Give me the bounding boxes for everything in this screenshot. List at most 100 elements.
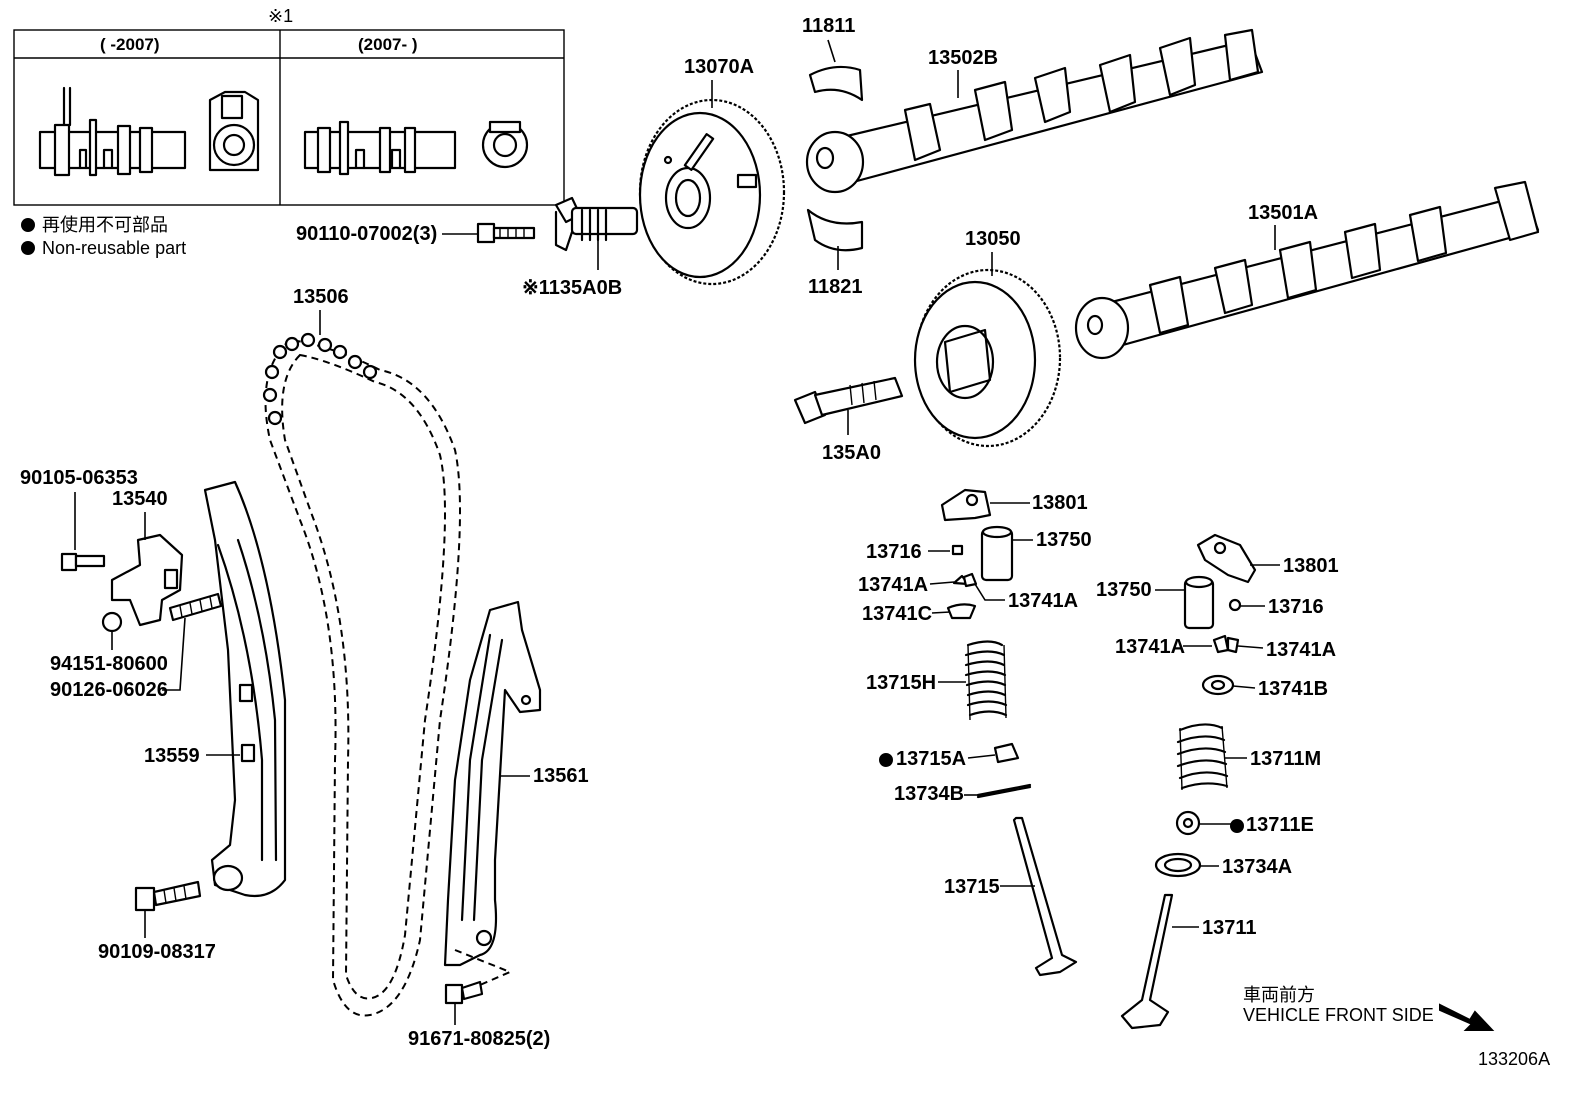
valve-stem-end-cap-left (951, 544, 964, 556)
inset-left-header: ( -2007) (100, 35, 160, 54)
leader-line (929, 581, 955, 585)
part-label-13501a: 13501A (1248, 202, 1318, 224)
bolt-90109 (134, 880, 202, 912)
chain-tensioner-13540 (110, 533, 184, 627)
inset-box: ※1 ( -2007) (2007- ) (13, 6, 565, 206)
part-label-13801: 13801 (1032, 492, 1088, 514)
part-label-90110070023: 90110-07002(3) (296, 223, 437, 245)
intake-cam-timing-gear (913, 268, 1062, 448)
stud-90126 (168, 592, 223, 622)
bearing-11811 (808, 65, 864, 102)
part-label-1135a0b: ※1135A0B (522, 277, 622, 299)
part-label-13750: 13750 (1036, 529, 1092, 551)
part-label-13741c: 13741C (862, 603, 932, 625)
rocker-arm-left (940, 488, 992, 522)
oil-control-valve-135A0 (793, 376, 904, 425)
lash-adjuster-right (1183, 575, 1215, 630)
figure-id: 133206A (1478, 1049, 1550, 1069)
ocv-old-type (38, 86, 187, 177)
inset-marker: ※1 (268, 6, 293, 26)
legend: 再使用不可部品 Non-reusable part (21, 215, 186, 258)
part-label-11811: 11811 (802, 15, 855, 37)
part-labels: 11811 13502B 13070A 90110-07002(3) ※1135A0B 1… (20, 15, 1339, 1050)
part-label-13741a: 13741A (858, 574, 928, 596)
direction-jp: 車両前方 (1243, 985, 1315, 1005)
valve-stem-seal-13715A (993, 742, 1020, 764)
part-label-9010506353: 90105-06353 (20, 467, 138, 489)
camshaft-13502B (805, 28, 1264, 194)
non-reusable-bullet-icon (1230, 819, 1244, 833)
ocv-old-end-view (208, 90, 260, 172)
leader-line (931, 611, 951, 614)
bolt-90110 (476, 222, 536, 244)
part-label-13711e: 13711E (1246, 814, 1314, 836)
part-label-13540: 13540 (112, 488, 168, 510)
direction-en: VEHICLE FRONT SIDE (1243, 1005, 1434, 1025)
retainer-locks-left (952, 572, 978, 588)
part-label-13715a: 13715A (896, 748, 966, 770)
legend-en: Non-reusable part (42, 238, 186, 258)
retainer-locks-right (1212, 634, 1240, 654)
part-label-13801: 13801 (1283, 555, 1339, 577)
part-label-13561: 13561 (533, 765, 589, 787)
valve-spring-13715H (964, 640, 1008, 721)
part-label-11821: 11821 (808, 276, 863, 298)
spring-seat-13734A (1154, 852, 1202, 878)
timing-chain (262, 332, 461, 1017)
valve-stem-end-cap-right (1228, 598, 1242, 612)
leader-line (827, 39, 836, 63)
exhaust-valve-13711 (1120, 893, 1174, 1030)
leader-line (1232, 685, 1256, 689)
front-arrow-icon (1439, 1003, 1495, 1031)
inset-right-header: (2007- ) (358, 35, 418, 54)
leader-line (974, 583, 1005, 601)
lash-adjuster-left (980, 525, 1014, 582)
part-label-13715h: 13715H (866, 672, 936, 694)
part-label-13734b: 13734B (894, 783, 964, 805)
part-label-13711: 13711 (1202, 917, 1257, 939)
part-label-13716: 13716 (866, 541, 922, 563)
part-label-91671808252: 91671-80825(2) (408, 1028, 550, 1050)
part-label-13716: 13716 (1268, 596, 1324, 618)
ocv-new-end-view (481, 120, 529, 169)
part-label-135a0: 135A0 (822, 442, 881, 464)
direction-indicator: 車両前方 VEHICLE FRONT SIDE (1243, 985, 1495, 1031)
oil-control-valve-135A0B (554, 196, 639, 252)
part-label-13741a: 13741A (1008, 590, 1078, 612)
spring-retainer-13741B (1201, 674, 1235, 696)
part-label-13741b: 13741B (1258, 678, 1328, 700)
part-label-13741a: 13741A (1266, 639, 1336, 661)
part-label-9010908317: 90109-08317 (98, 941, 216, 963)
part-label-13502b: 13502B (928, 47, 998, 69)
leader-line (1237, 645, 1264, 649)
leader-line (162, 617, 186, 691)
part-label-13734a: 13734A (1222, 856, 1292, 878)
chain-slipper-13559 (203, 480, 287, 898)
camshaft-13501A (1074, 180, 1540, 360)
leader-line (967, 754, 996, 759)
legend-bullet-icon (21, 241, 35, 255)
part-label-13559: 13559 (144, 745, 200, 767)
part-label-9012606026: 90126-06026 (50, 679, 168, 701)
non-reusable-bullet-icon (879, 753, 893, 767)
part-label-13506: 13506 (293, 286, 349, 308)
legend-bullet-icon (21, 218, 35, 232)
spring-seat-13734B (976, 783, 1032, 799)
legend-jp: 再使用不可部品 (42, 215, 168, 235)
part-label-13750: 13750 (1096, 579, 1152, 601)
part-label-9415180600: 94151-80600 (50, 653, 168, 675)
intake-valve-13715 (1012, 816, 1078, 977)
nut-94151 (101, 611, 123, 633)
part-label-13711m: 13711M (1250, 748, 1321, 770)
part-label-13070a: 13070A (684, 56, 754, 78)
bearing-11821 (806, 208, 864, 252)
part-label-13741a: 13741A (1115, 636, 1185, 658)
bolt-90105 (60, 552, 106, 572)
valve-spring-13711M (1176, 723, 1229, 791)
part-label-13050: 13050 (965, 228, 1021, 250)
ocv-new-type (303, 120, 457, 176)
part-label-13715: 13715 (944, 876, 1000, 898)
spring-retainer-13741C (946, 603, 977, 620)
exhaust-cam-timing-gear (638, 98, 786, 286)
